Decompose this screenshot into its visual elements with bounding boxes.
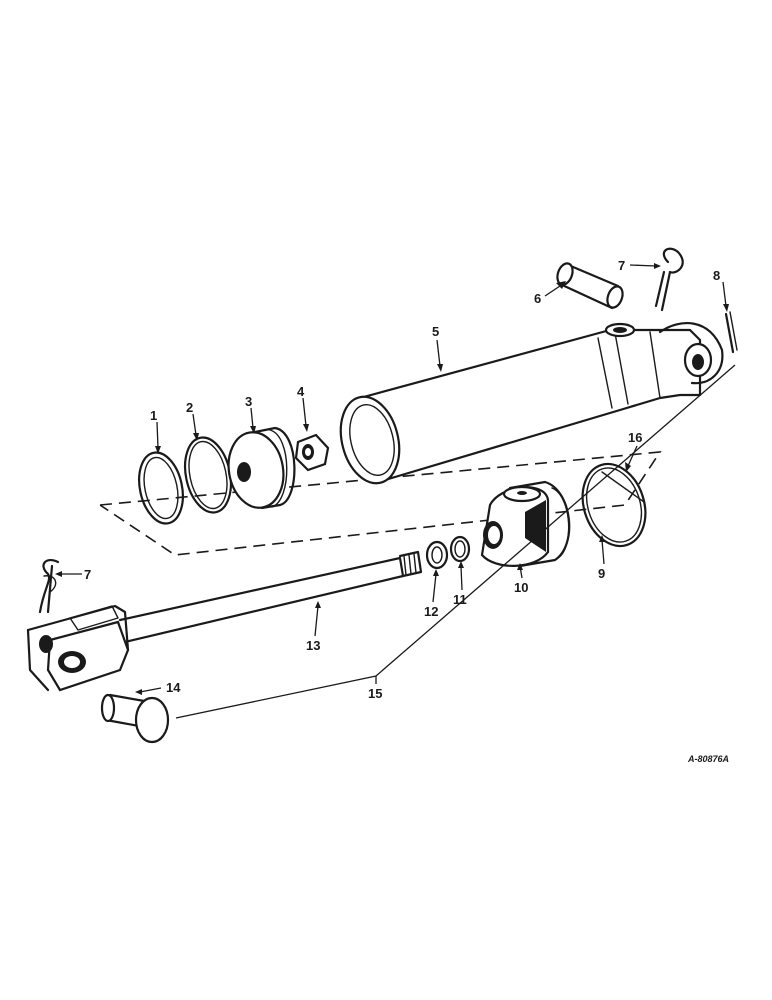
cotter-pin-8[interactable] — [724, 311, 738, 354]
callout-3: 3 — [245, 394, 252, 409]
clevis-pin-14[interactable] — [100, 693, 170, 744]
hairpin-clip-7-lower[interactable] — [38, 558, 60, 614]
callout-16: 16 — [628, 430, 642, 445]
washer-12[interactable] — [425, 540, 449, 570]
callout-7-upper: 7 — [618, 258, 625, 273]
piston-rod-13[interactable] — [26, 550, 423, 692]
leader-lines — [55, 263, 736, 719]
hex-nut-4[interactable] — [294, 433, 330, 472]
callout-8: 8 — [713, 268, 720, 283]
callout-7-lower: 7 — [84, 567, 91, 582]
callout-labels: 1 2 3 4 5 6 7 7 8 9 10 11 12 13 14 15 16 — [84, 258, 720, 701]
dashed-group-outline — [99, 451, 662, 556]
piston-3[interactable] — [223, 426, 296, 512]
callout-6: 6 — [534, 291, 541, 306]
ring-16[interactable] — [572, 456, 655, 554]
callout-5: 5 — [432, 324, 439, 339]
callout-10: 10 — [514, 580, 528, 595]
callout-1: 1 — [150, 408, 157, 423]
callout-9: 9 — [598, 566, 605, 581]
pin-6[interactable] — [555, 261, 626, 310]
hairpin-clip-7-upper[interactable] — [654, 247, 684, 312]
cylinder-barrel-5[interactable] — [332, 321, 724, 489]
callout-4: 4 — [297, 384, 305, 399]
callout-11: 11 — [453, 592, 467, 607]
callout-14: 14 — [166, 680, 181, 695]
callout-2: 2 — [186, 400, 193, 415]
o-ring-1[interactable] — [133, 448, 189, 527]
cylinder-head-10[interactable] — [480, 480, 571, 568]
callout-12: 12 — [424, 604, 438, 619]
callout-13: 13 — [306, 638, 320, 653]
reference-code: A-80876A — [687, 754, 729, 764]
seal-11[interactable] — [449, 535, 471, 563]
callout-15: 15 — [368, 686, 382, 701]
